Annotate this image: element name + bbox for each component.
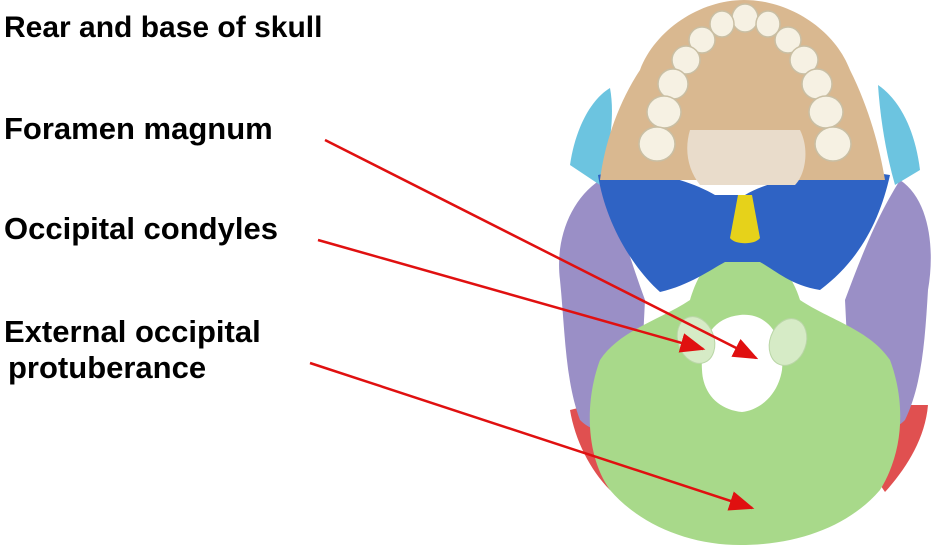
vomer — [730, 195, 760, 244]
foramen-magnum — [701, 314, 783, 412]
zygomatic-bone-right — [878, 85, 920, 185]
zygomatic-bone-left — [570, 88, 612, 185]
pointer-foramen-magnum — [324, 138, 759, 360]
teeth-row — [638, 3, 852, 162]
slide-title: Rear and base of skull — [4, 11, 323, 44]
pointer-occipital-condyles — [317, 238, 706, 353]
label-occipital-condyles: Occipital condyles — [4, 211, 278, 246]
occipital-condyle-right — [768, 318, 808, 366]
pointer-external-occipital-protuberance — [309, 361, 755, 511]
palatine-bone — [687, 130, 806, 185]
label-foramen-magnum: Foramen magnum — [4, 111, 273, 146]
label-eop-line1: External occipital — [4, 314, 261, 349]
label-external-occipital-protuberance: External occipital protuberance — [4, 314, 261, 386]
label-eop-line2: protuberance — [8, 350, 207, 385]
